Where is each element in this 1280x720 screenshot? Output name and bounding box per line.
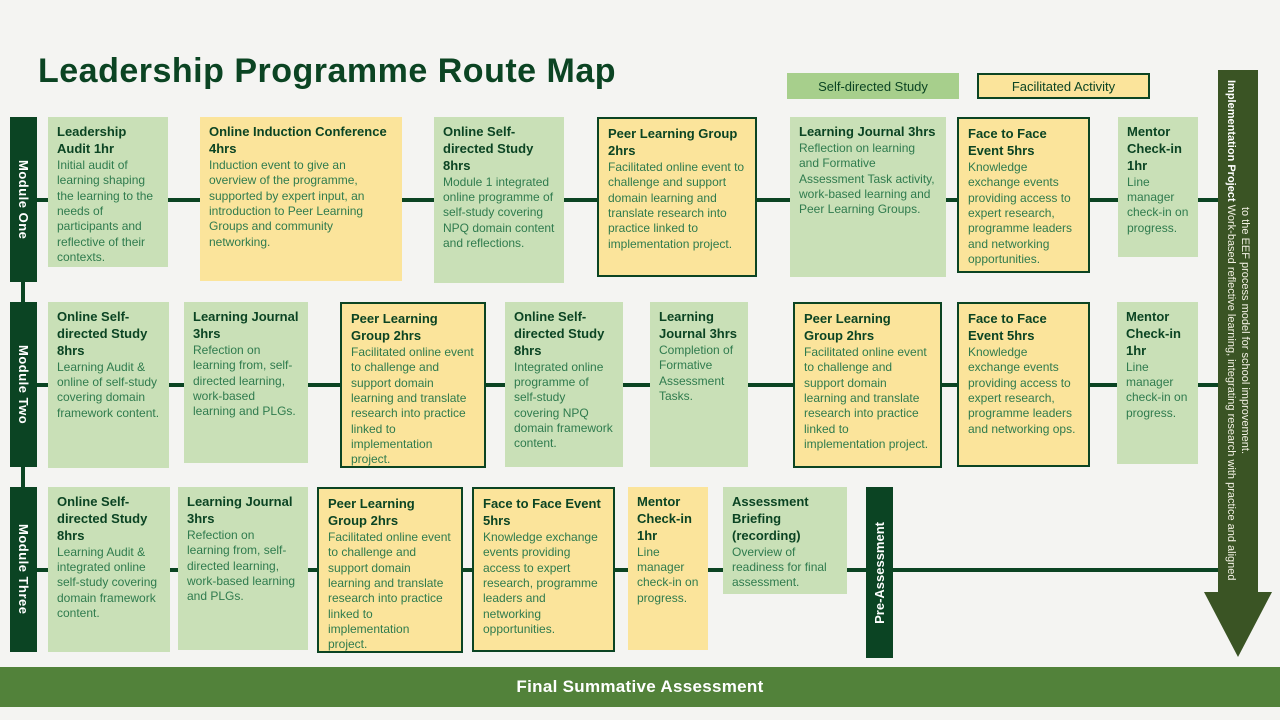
activity-description: Refection on learning from, self-directe… <box>187 527 296 604</box>
module-label: Module Two <box>16 344 31 425</box>
connector-line <box>21 467 25 487</box>
activity-title: Leadership Audit 1hr <box>57 124 127 156</box>
footer-label: Final Summative Assessment <box>516 677 764 696</box>
activity-title: Face to Face Event 5hrs <box>968 126 1047 158</box>
activity-title: Online Self-directed Study 8hrs <box>57 309 148 358</box>
activity-description: Line manager check-in on progress. <box>1127 174 1189 235</box>
implementation-arrow-description: Work-based reflective learning, integrat… <box>1225 201 1251 581</box>
activity-title: Peer Learning Group 2hrs <box>328 496 415 528</box>
activity-title: Learning Journal 3hrs <box>193 309 299 341</box>
page-title: Leadership Programme Route Map <box>38 52 617 90</box>
activity-title: Face to Face Event 5hrs <box>968 311 1047 343</box>
activity-box: Assessment Briefing (recording)Overview … <box>723 487 847 594</box>
implementation-arrow-title: Implementation Project <box>1225 79 1237 202</box>
legend-item-self-directed: Self-directed Study <box>787 73 959 99</box>
implementation-arrow-label: Implementation Project Work-based reflec… <box>1218 70 1258 582</box>
down-arrow-icon <box>1204 592 1272 657</box>
activity-description: Initial audit of learning shaping the le… <box>57 157 154 264</box>
activity-description: Module 1 integrated online programme of … <box>443 174 555 251</box>
activity-description: Knowledge exchange events providing acce… <box>483 529 598 636</box>
activity-description: Facilitated online event to challenge an… <box>804 344 929 451</box>
activity-description: Facilitated online event to challenge an… <box>608 159 745 251</box>
activity-description: Line manager check-in on progress. <box>1126 359 1188 420</box>
pre-assessment-label: Pre-Assessment <box>872 521 887 624</box>
activity-title: Online Induction Conference 4hrs <box>209 124 387 156</box>
activity-title: Peer Learning Group 2hrs <box>608 126 738 158</box>
connector-line <box>37 382 1218 387</box>
activity-description: Reflection on learning and Formative Ass… <box>799 140 935 217</box>
activity-description: Integrated online programme of self-stud… <box>514 359 613 451</box>
activity-description: Knowledge exchange events providing acce… <box>968 159 1073 266</box>
activity-description: Completion of Formative Assessment Tasks… <box>659 342 734 403</box>
activity-title: Learning Journal 3hrs <box>799 124 936 139</box>
module-bar: Module One <box>10 117 37 282</box>
activity-title: Online Self-directed Study 8hrs <box>514 309 605 358</box>
activity-title: Mentor Check-in 1hr <box>1126 309 1181 358</box>
implementation-arrow: Implementation Project Work-based reflec… <box>1204 70 1272 657</box>
final-summative-assessment-bar: Final Summative Assessment <box>0 667 1280 707</box>
activity-description: Induction event to give an overview of t… <box>209 157 365 249</box>
activity-title: Peer Learning Group 2hrs <box>804 311 891 343</box>
module-label: Module Three <box>16 524 31 615</box>
activity-description: Learning Audit & online of self-study co… <box>57 359 160 420</box>
module-bar: Module Two <box>10 302 37 467</box>
connector-line <box>21 282 25 302</box>
legend-item-facilitated: Facilitated Activity <box>977 73 1150 99</box>
pre-assessment-bar: Pre-Assessment <box>866 487 893 658</box>
activity-title: Mentor Check-in 1hr <box>637 494 692 543</box>
module-label: Module One <box>16 159 31 240</box>
activity-title: Online Self-directed Study 8hrs <box>57 494 148 543</box>
activity-description: Knowledge exchange events providing acce… <box>968 344 1076 436</box>
activity-title: Online Self-directed Study 8hrs <box>443 124 534 173</box>
activity-description: Facilitated online event to challenge an… <box>351 344 474 467</box>
activity-title: Peer Learning Group 2hrs <box>351 311 438 343</box>
activity-title: Face to Face Event 5hrs <box>483 496 601 528</box>
activity-title: Learning Journal 3hrs <box>187 494 293 526</box>
activity-description: Learning Audit & integrated online self-… <box>57 544 158 621</box>
activity-title: Mentor Check-in 1hr <box>1127 124 1182 173</box>
activity-description: Overview of readiness for final assessme… <box>732 544 827 590</box>
activity-description: Refection on learning from, self-directe… <box>193 342 296 419</box>
activity-description: Facilitated online event to challenge an… <box>328 529 451 652</box>
module-bar: Module Three <box>10 487 37 652</box>
activity-description: Line manager check-in on progress. <box>637 544 699 605</box>
connector-line <box>37 567 1218 572</box>
activity-title: Assessment Briefing (recording) <box>732 494 809 543</box>
activity-title: Learning Journal 3hrs <box>659 309 738 341</box>
arrow-shaft <box>1218 70 1258 592</box>
